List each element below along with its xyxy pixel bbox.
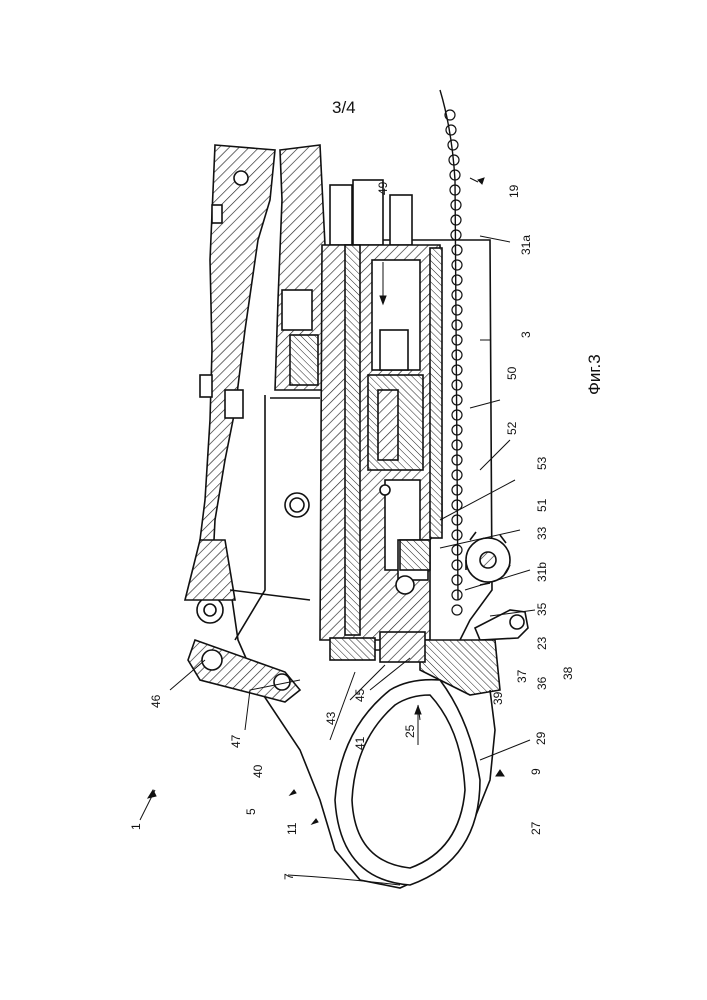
label-35: 35 [535, 602, 549, 616]
label-23: 23 [535, 636, 549, 650]
label-7: 7 [282, 873, 296, 880]
label-37: 37 [515, 669, 529, 683]
label-11: 11 [285, 822, 299, 835]
label-38: 38 [561, 666, 575, 680]
label-46: 46 [149, 694, 163, 708]
link-46 [188, 640, 300, 702]
label-40: 40 [251, 764, 265, 778]
label-51: 51 [535, 498, 549, 512]
label-36: 36 [535, 676, 549, 690]
label-33: 33 [535, 526, 549, 540]
label-41: 41 [353, 736, 367, 750]
label-3: 3 [519, 331, 533, 338]
label-29: 29 [534, 731, 548, 745]
label-50: 50 [505, 366, 519, 380]
rod-1 [330, 185, 352, 245]
rod-3 [390, 195, 412, 245]
label-53: 53 [535, 456, 549, 470]
arm-hole-top [234, 171, 248, 185]
label-27: 27 [529, 821, 543, 835]
figure-label: Фиг.3 [585, 354, 604, 395]
label-1: 1 [129, 823, 143, 830]
hook-eye [335, 680, 480, 885]
label-31a: 31a [519, 235, 533, 255]
label-39: 39 [491, 691, 505, 705]
label-19: 19 [507, 184, 521, 198]
label-45: 45 [353, 688, 367, 702]
label-25: 25 [403, 724, 417, 738]
label-49: 49 [376, 181, 390, 195]
outer-arm [195, 145, 275, 580]
label-5: 5 [244, 808, 258, 815]
label-43: 43 [324, 711, 338, 725]
label-52: 52 [505, 421, 519, 435]
label-47: 47 [229, 734, 243, 748]
label-9: 9 [529, 768, 543, 775]
label-31b: 31b [535, 562, 549, 582]
